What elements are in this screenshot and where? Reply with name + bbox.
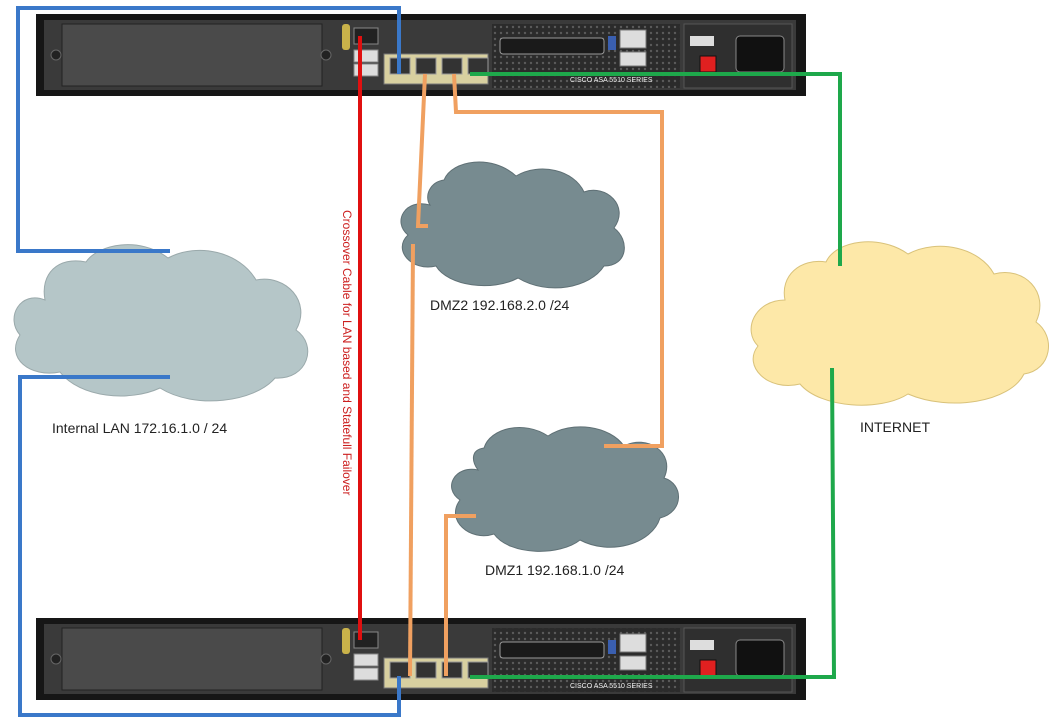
cloud-internal-lan [13,244,309,402]
mgmt-port [619,633,647,653]
asa-top-brand: CISCO ASA 5510 SERIES [570,77,653,84]
asa-bottom-brand: CISCO ASA 5510 SERIES [570,683,653,690]
ethernet-port-2 [441,57,463,75]
power-socket-icon [735,35,785,73]
link-internet-top [470,72,842,266]
usb-port [353,49,379,63]
cf-slot [499,37,605,55]
asa-top: CISCO ASA 5510 SERIES [36,14,806,96]
link-dmz2-bottom [408,243,415,677]
status-led-icon [342,628,350,654]
ethernet-port-0 [389,661,411,679]
fan-vent [690,640,714,650]
console-port [353,27,379,45]
label-internet: INTERNET [860,419,930,435]
label-internal-lan: Internal LAN 172.16.1.0 / 24 [52,420,228,436]
mgmt-port [619,29,647,49]
label-dmz1: DMZ1 192.168.1.0 /24 [485,562,625,578]
screw-icon [320,653,332,665]
power-switch-icon [699,659,717,677]
screw-icon [50,653,62,665]
screw-icon [320,49,332,61]
mgmt-port [619,51,647,67]
asa-bottom: CISCO ASA 5510 SERIES [36,618,806,700]
link-lan-top [16,6,401,253]
vent-grill [492,628,680,692]
led-icon [608,36,616,50]
link-internet-bottom [470,367,837,679]
console-port [353,631,379,649]
mgmt-port [619,655,647,671]
led-icon [608,640,616,654]
cf-slot [499,641,605,659]
usb-port [353,653,379,667]
links [16,6,842,717]
usb-port [353,667,379,681]
asa-top-slot-cover [61,23,323,87]
link-lan-bottom [18,375,401,717]
fan-vent [690,36,714,46]
link-dmz2-top [415,73,428,228]
cloud-internet [750,241,1049,406]
power-switch-icon [699,55,717,73]
ethernet-port-1 [415,57,437,75]
cloud-dmz2 [400,161,625,289]
screw-icon [50,49,62,61]
label-dmz2: DMZ2 192.168.2.0 /24 [430,297,570,313]
link-dmz1-top [452,73,664,448]
asa-bottom-slot-cover [61,627,323,691]
usb-port [353,63,379,77]
vent-grill [492,24,680,88]
cloud-dmz1 [451,426,679,552]
label-crossover-cable: Crossover Cable for LAN based and Statef… [340,210,354,496]
ethernet-port-1 [415,661,437,679]
power-socket-icon [735,639,785,677]
status-led-icon [342,24,350,50]
ethernet-port-3 [467,57,489,75]
link-dmz1-bottom [444,514,476,676]
